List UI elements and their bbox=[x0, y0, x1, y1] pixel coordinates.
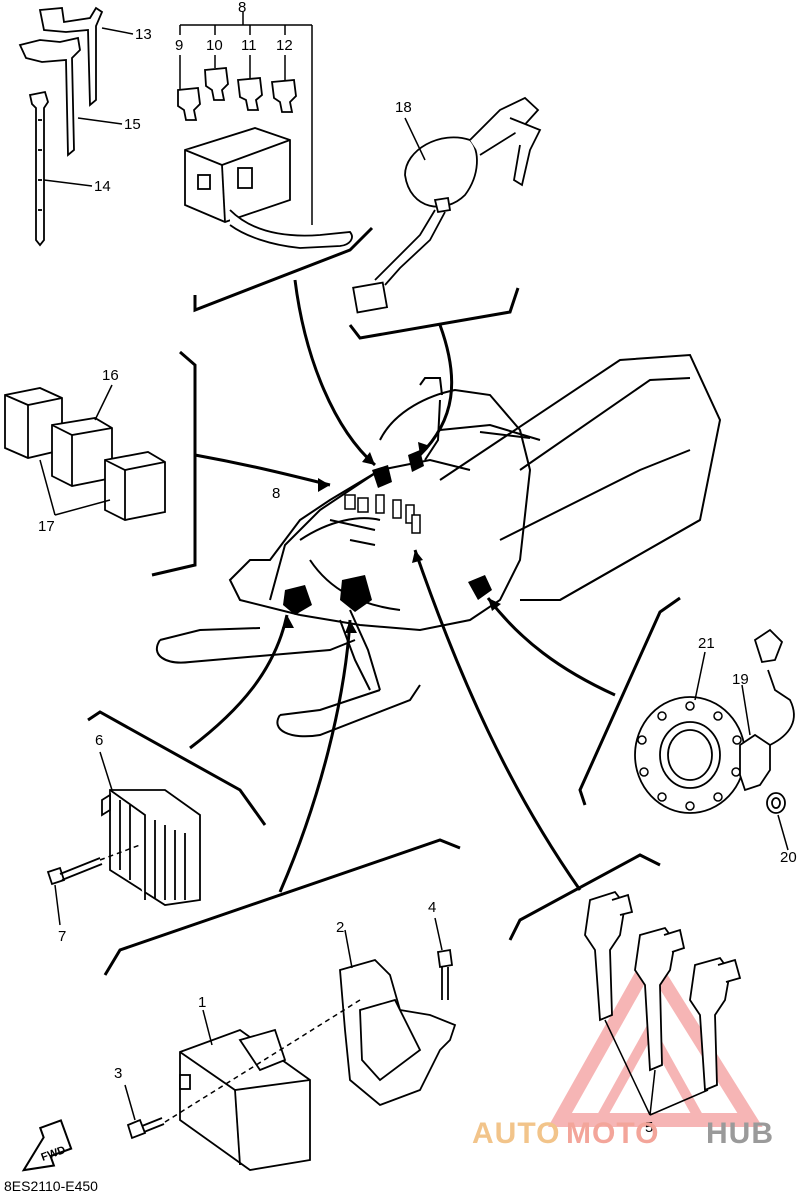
callout-4: 4 bbox=[428, 899, 436, 916]
part-main-switch bbox=[352, 96, 542, 314]
callout-1: 1 bbox=[198, 994, 206, 1011]
leader-cdi bbox=[278, 619, 352, 893]
callout-labels: 1 2 3 4 5 6 7 8 8 9 10 11 12 13 14 15 16… bbox=[38, 0, 797, 1136]
rotor-holes bbox=[637, 701, 742, 811]
callout-7: 7 bbox=[58, 928, 66, 945]
callout-10: 10 bbox=[206, 37, 223, 54]
part-fuse-box bbox=[184, 127, 353, 249]
svg-text:AUTO: AUTO bbox=[472, 1117, 560, 1150]
part-bolt-4 bbox=[436, 948, 454, 1000]
callout-lines-regulator bbox=[54, 751, 141, 926]
part-fuses bbox=[177, 67, 297, 121]
callout-18: 18 bbox=[395, 99, 412, 116]
part-bolt-7 bbox=[46, 857, 103, 886]
leader-regulator bbox=[189, 614, 289, 750]
body-components bbox=[283, 450, 492, 615]
fuse-cluster bbox=[344, 494, 421, 534]
part-bolt-3 bbox=[126, 1117, 165, 1140]
callout-21: 21 bbox=[698, 635, 715, 652]
callout-19: 19 bbox=[732, 671, 749, 688]
snowmobile-outline bbox=[155, 353, 722, 738]
callout-2: 2 bbox=[336, 919, 344, 936]
callout-5: 5 bbox=[645, 1119, 653, 1136]
part-spark-plug-caps bbox=[584, 890, 742, 1092]
callout-14: 14 bbox=[94, 178, 111, 195]
svg-text:MOTO: MOTO bbox=[566, 1117, 659, 1150]
leader-fuse-box bbox=[293, 279, 376, 467]
part-rectifier-regulator bbox=[101, 789, 201, 906]
diagram-code: 8ES2110-E450 bbox=[4, 1178, 98, 1194]
callout-bracket-8 bbox=[179, 12, 313, 225]
callout-8a: 8 bbox=[238, 0, 246, 16]
callout-3: 3 bbox=[114, 1065, 122, 1082]
callout-17: 17 bbox=[38, 518, 55, 535]
part-cdi-unit bbox=[179, 1028, 311, 1171]
callout-15: 15 bbox=[124, 116, 141, 133]
callout-lines-sensor bbox=[694, 651, 789, 851]
fwd-arrow-icon: FWD bbox=[21, 1119, 73, 1172]
callout-8b: 8 bbox=[272, 485, 280, 502]
callout-lines-cdi bbox=[124, 917, 443, 1123]
callout-9: 9 bbox=[175, 37, 183, 54]
part-wire-tie-clip bbox=[38, 6, 104, 107]
group-brackets bbox=[87, 226, 681, 976]
part-wire-tie-with-mount bbox=[18, 36, 81, 157]
leader-relay bbox=[194, 453, 331, 487]
callout-line-18 bbox=[404, 117, 426, 161]
watermark-text: AUTO MOTO HUB bbox=[472, 1117, 774, 1150]
part-relays bbox=[4, 387, 166, 521]
part-wire-tie-long bbox=[28, 90, 49, 247]
callout-lines-spark bbox=[604, 1019, 709, 1116]
callout-lines-relay bbox=[39, 384, 113, 516]
callout-13: 13 bbox=[135, 26, 152, 43]
part-pickup-sensor bbox=[739, 628, 795, 814]
callout-16: 16 bbox=[102, 367, 119, 384]
svg-text:HUB: HUB bbox=[706, 1117, 774, 1150]
callout-12: 12 bbox=[276, 37, 293, 54]
callout-lines-ties bbox=[43, 27, 134, 187]
leader-sensor bbox=[486, 597, 616, 697]
part-sensor-rotor bbox=[634, 696, 746, 814]
leader-arrowheads bbox=[282, 442, 501, 633]
part-cdi-bracket bbox=[339, 958, 457, 1107]
callout-20: 20 bbox=[780, 849, 797, 866]
callout-11: 11 bbox=[241, 37, 257, 54]
leader-lines bbox=[189, 279, 616, 893]
callout-6: 6 bbox=[95, 732, 103, 749]
watermark-logo bbox=[548, 946, 763, 1127]
leader-spark-caps bbox=[413, 549, 582, 891]
leader-main-switch bbox=[418, 324, 454, 457]
